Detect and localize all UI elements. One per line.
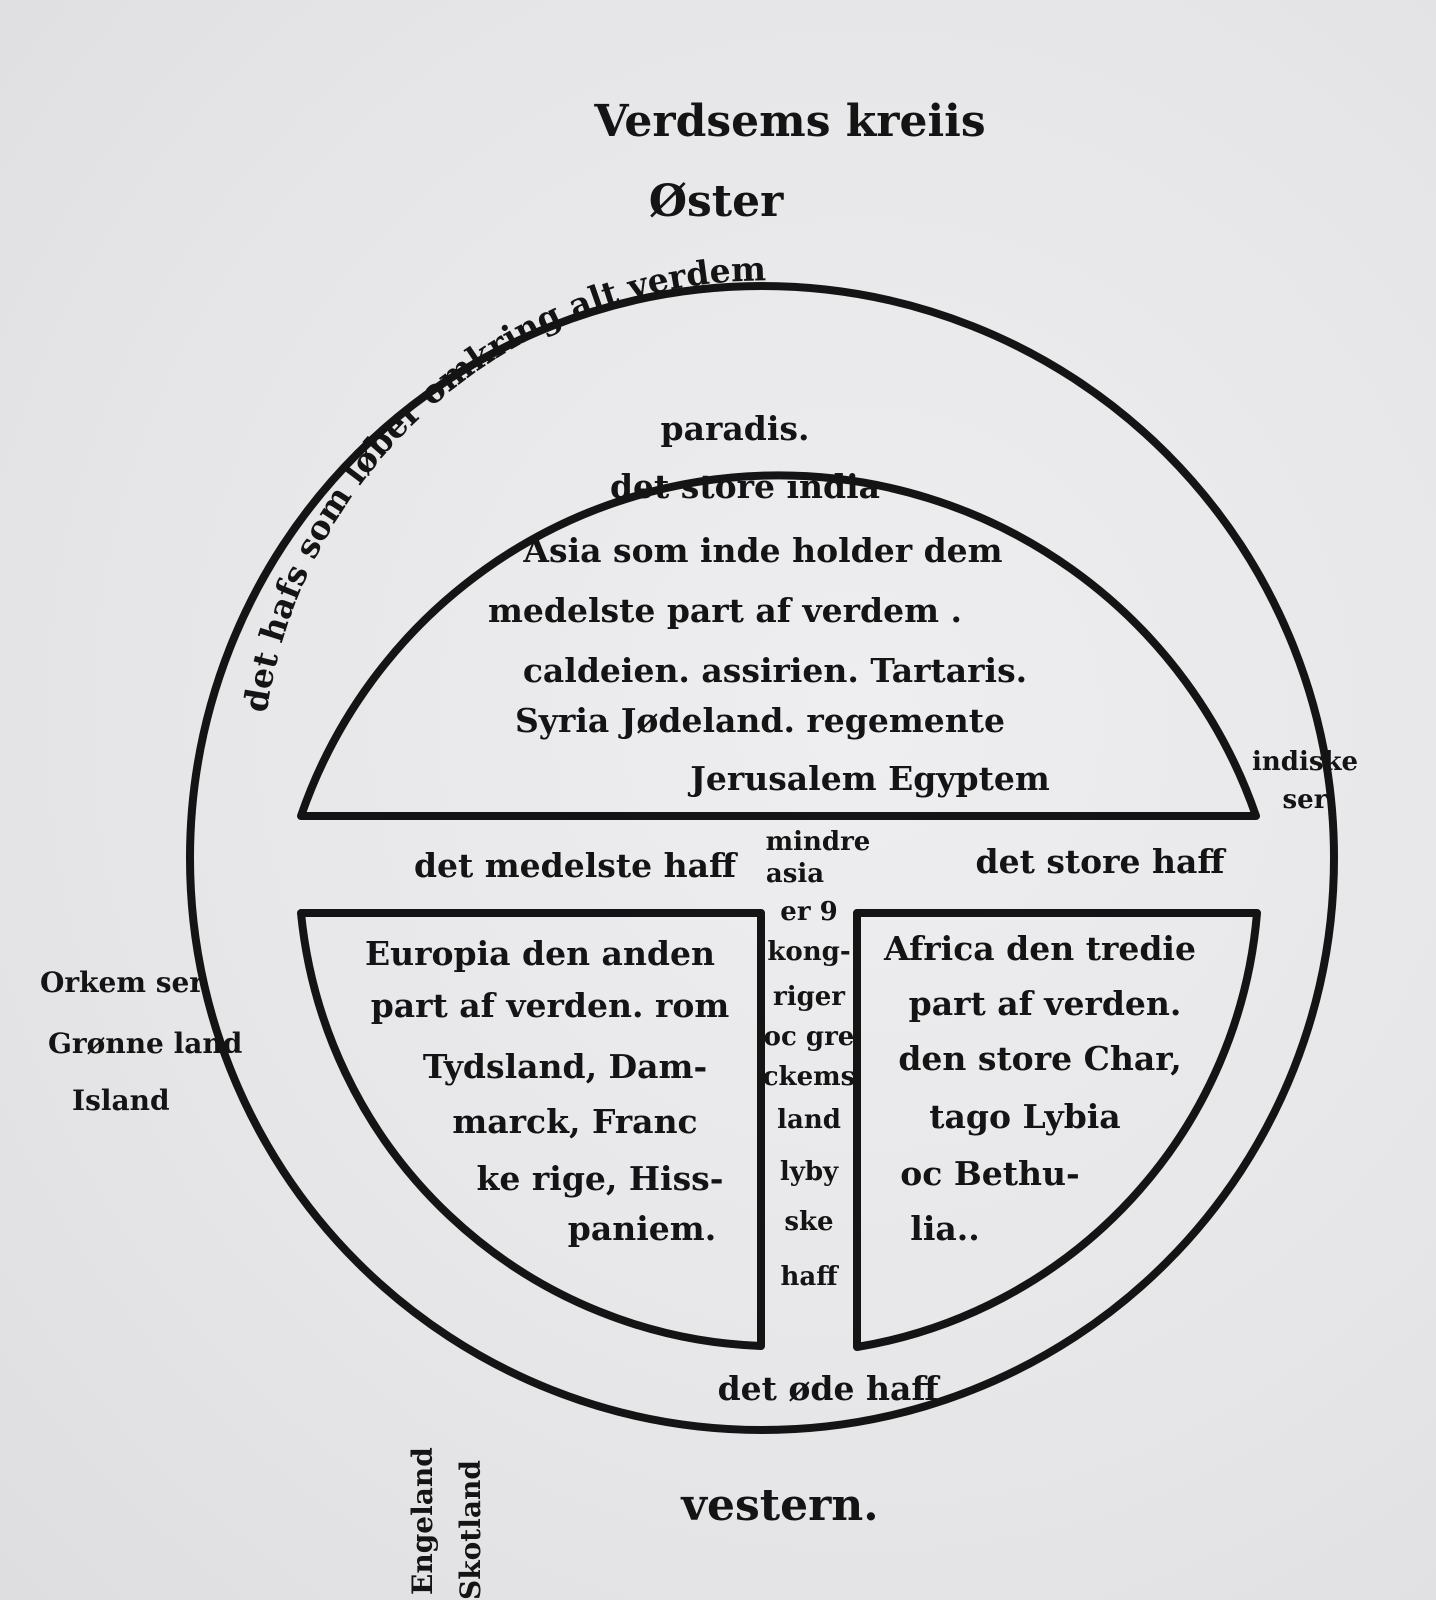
- strait-line: ske: [784, 1207, 833, 1237]
- asia-line: paradis.: [661, 409, 810, 448]
- outside-bottom-label: Engeland: [406, 1447, 439, 1595]
- strait-text: er 9 kong- riger oc gre ckems land lyby …: [763, 897, 856, 1292]
- strait-line: haff: [780, 1262, 839, 1292]
- asia-line: Asia som inde holder dem: [522, 531, 1002, 570]
- outside-left-labels: Orkem ser Grønne land Island: [40, 966, 242, 1117]
- africa-region: [853, 909, 1261, 1351]
- africa-line: den store Char,: [898, 1039, 1181, 1078]
- asia-text: paradis. det store india Asia som inde h…: [488, 409, 1050, 798]
- asia-line: Jerusalem Egyptem: [687, 759, 1050, 798]
- europa-region: [297, 909, 765, 1350]
- strait-line: er 9: [780, 897, 837, 927]
- desert-sea-label: det øde haff: [718, 1369, 941, 1408]
- direction-west-label: vestern.: [680, 1480, 878, 1531]
- europa-line: ke rige, Hiss-: [477, 1159, 724, 1198]
- outer-ocean-circle: [186, 282, 1338, 1434]
- great-sea-label: det store haff: [976, 842, 1227, 881]
- europa-line: Europia den anden: [365, 934, 715, 973]
- africa-line: lia..: [910, 1209, 979, 1248]
- europa-line: Tydsland, Dam-: [423, 1047, 707, 1086]
- europa-line: paniem.: [568, 1209, 716, 1248]
- asia-minor-label: asia: [766, 859, 824, 889]
- direction-east-label: Øster: [649, 176, 784, 227]
- strait-line: lyby: [780, 1157, 839, 1187]
- asia-minor-label: mindre: [766, 827, 871, 857]
- outside-bottom-label: Skotland: [454, 1460, 487, 1600]
- strait-line: oc gre: [764, 1022, 855, 1052]
- europa-line: marck, Franc: [452, 1102, 697, 1141]
- asia-line: medelste part af verdem .: [488, 591, 962, 630]
- africa-line: tago Lybia: [929, 1097, 1120, 1136]
- africa-line: Africa den tredie: [883, 929, 1196, 968]
- asia-line: caldeien. assirien. Tartaris.: [523, 651, 1027, 690]
- asia-region: [297, 471, 1260, 820]
- asia-line: det store india: [610, 467, 880, 506]
- strait-line: riger: [773, 982, 845, 1012]
- indian-sea-label: ser: [1283, 785, 1328, 815]
- strait-line: kong-: [767, 937, 850, 967]
- europa-line: part af verden. rom: [371, 986, 730, 1025]
- strait-line: land: [777, 1105, 841, 1135]
- map-title: Verdsems kreiis: [593, 96, 985, 147]
- africa-line: oc Bethu-: [900, 1154, 1079, 1193]
- outside-left-label: Orkem ser: [40, 966, 205, 999]
- asia-line: Syria Jødeland. regemente: [515, 701, 1005, 740]
- strait-line: ckems: [763, 1062, 856, 1092]
- mediterranean-label: det medelste haff: [414, 846, 738, 885]
- africa-text: Africa den tredie part af verden. den st…: [883, 929, 1196, 1248]
- indian-sea-label: indiske: [1252, 747, 1358, 777]
- europa-text: Europia den anden part af verden. rom Ty…: [365, 934, 729, 1248]
- outside-left-label: Grønne land: [48, 1027, 242, 1060]
- outside-left-label: Island: [72, 1084, 170, 1117]
- africa-line: part af verden.: [909, 984, 1182, 1023]
